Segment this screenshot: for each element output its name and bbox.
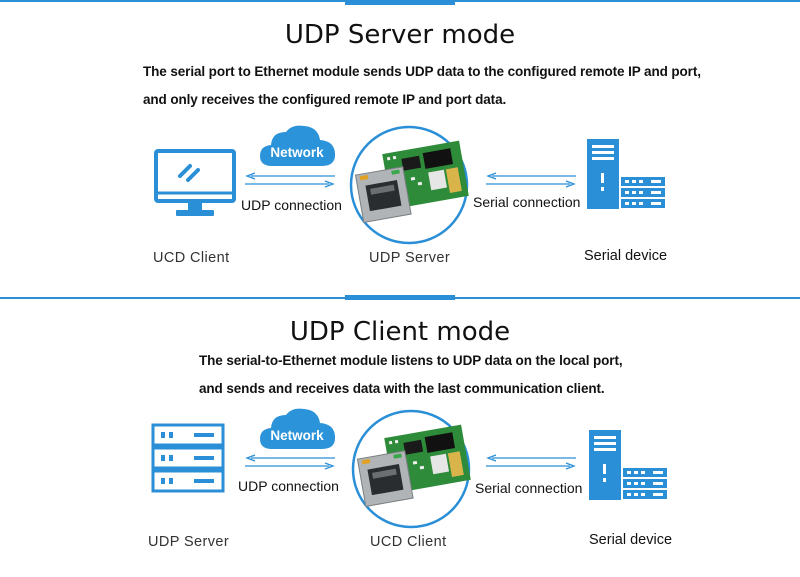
udp-client-mode-panel: UDP Client mode The serial-to-Ethernet m…	[0, 300, 800, 577]
serial-device-caption: Serial device	[584, 248, 668, 264]
tower-server-icon	[589, 430, 667, 500]
serial-connection-label: Serial connection	[473, 194, 581, 210]
udp-connection-arrows	[245, 172, 335, 188]
udp-server-caption: UDP Server	[369, 250, 451, 266]
client-mode-title: UDP Client mode	[289, 317, 511, 347]
top-divider-tab	[345, 0, 455, 5]
client-mode-desc-line1: The serial-to-Ethernet module listens to…	[199, 353, 623, 368]
client-mode-desc-line2: and sends and receives data with the las…	[199, 381, 605, 396]
serial-connection-arrows	[486, 454, 576, 470]
serial-device-caption: Serial device	[589, 532, 673, 548]
ucd-client-caption: UCD Client	[153, 250, 230, 266]
tower-server-icon	[587, 139, 665, 209]
ethernet-module-image	[349, 125, 469, 245]
monitor-icon	[154, 149, 236, 216]
server-rack-icon	[151, 423, 225, 493]
ethernet-module-image	[351, 409, 471, 529]
server-mode-description: The serial port to Ethernet module sends…	[143, 58, 701, 114]
serial-connection-arrows	[486, 172, 576, 188]
server-mode-desc-line2: and only receives the configured remote …	[143, 92, 507, 107]
bottom-divider-tab	[345, 295, 455, 300]
udp-connection-label: UDP connection	[241, 197, 342, 213]
server-mode-title: UDP Server mode	[284, 20, 516, 50]
serial-connection-label: Serial connection	[475, 480, 583, 496]
udp-connection-arrows	[245, 454, 335, 470]
client-mode-description: The serial-to-Ethernet module listens to…	[199, 347, 623, 403]
network-label: Network	[270, 145, 324, 160]
ucd-client-caption: UCD Client	[370, 534, 447, 550]
udp-server-caption: UDP Server	[148, 534, 230, 550]
network-label: Network	[270, 428, 324, 443]
udp-connection-label: UDP connection	[238, 478, 339, 494]
cloud-icon	[260, 408, 336, 449]
udp-server-mode-panel: UDP Server mode The serial port to Ether…	[0, 0, 800, 300]
cloud-icon	[260, 125, 336, 166]
server-mode-desc-line1: The serial port to Ethernet module sends…	[143, 64, 701, 79]
